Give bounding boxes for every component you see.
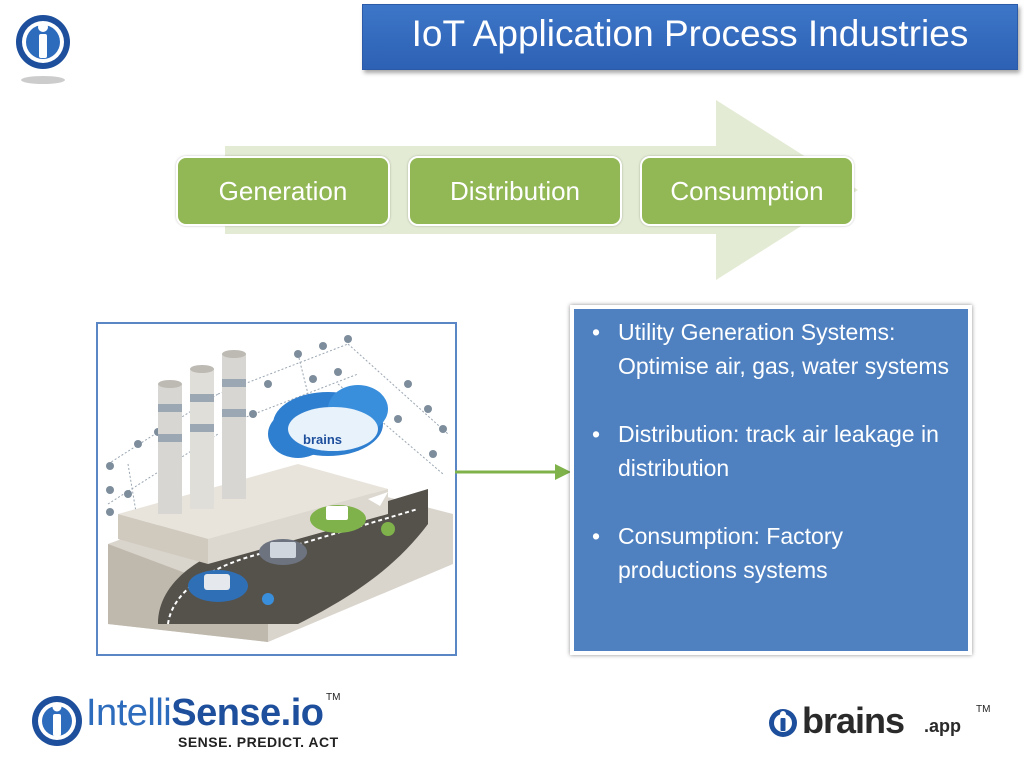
trademark-label: TM	[976, 704, 991, 715]
process-flow: Generation Distribution Consumption	[0, 0, 1024, 300]
intellisense-logo: IntelliSense.io TM SENSE. PREDICT. ACT	[30, 690, 350, 754]
page-title: IoT Application Process Industries	[411, 13, 969, 54]
factory-illustration: brains	[96, 322, 457, 656]
brains-logo: brains .app TM	[768, 700, 998, 748]
brand-tagline: SENSE. PREDICT. ACT	[178, 734, 339, 750]
cloud-icon: brains	[268, 385, 388, 458]
process-arrow-shape	[225, 100, 858, 280]
bullet-icon: •	[592, 319, 601, 345]
brains-suffix: .app	[924, 716, 962, 736]
info-list: •Utility Generation Systems: Optimise ai…	[584, 315, 958, 587]
svg-text:brains: brains	[303, 432, 342, 447]
stage-generation: Generation	[176, 156, 390, 226]
info-panel: •Utility Generation Systems: Optimise ai…	[570, 305, 972, 655]
list-item: •Utility Generation Systems: Optimise ai…	[584, 315, 958, 383]
list-item: •Consumption: Factory productions system…	[584, 519, 958, 587]
brains-name: brains	[802, 700, 905, 741]
intellisense-logo-icon	[16, 15, 70, 84]
connector-arrow	[455, 464, 571, 480]
list-item: •Distribution: track air leakage in dist…	[584, 417, 958, 485]
bullet-icon: •	[592, 523, 601, 549]
brand-name: IntelliSense.io	[86, 692, 324, 734]
bullet-icon: •	[592, 421, 601, 447]
title-bar: IoT Application Process Industries	[362, 4, 1018, 70]
trademark-label: TM	[326, 692, 341, 703]
brains-mark-icon	[769, 709, 797, 737]
intellisense-mark-icon	[32, 696, 82, 746]
stage-distribution: Distribution	[408, 156, 622, 226]
stage-consumption: Consumption	[640, 156, 854, 226]
